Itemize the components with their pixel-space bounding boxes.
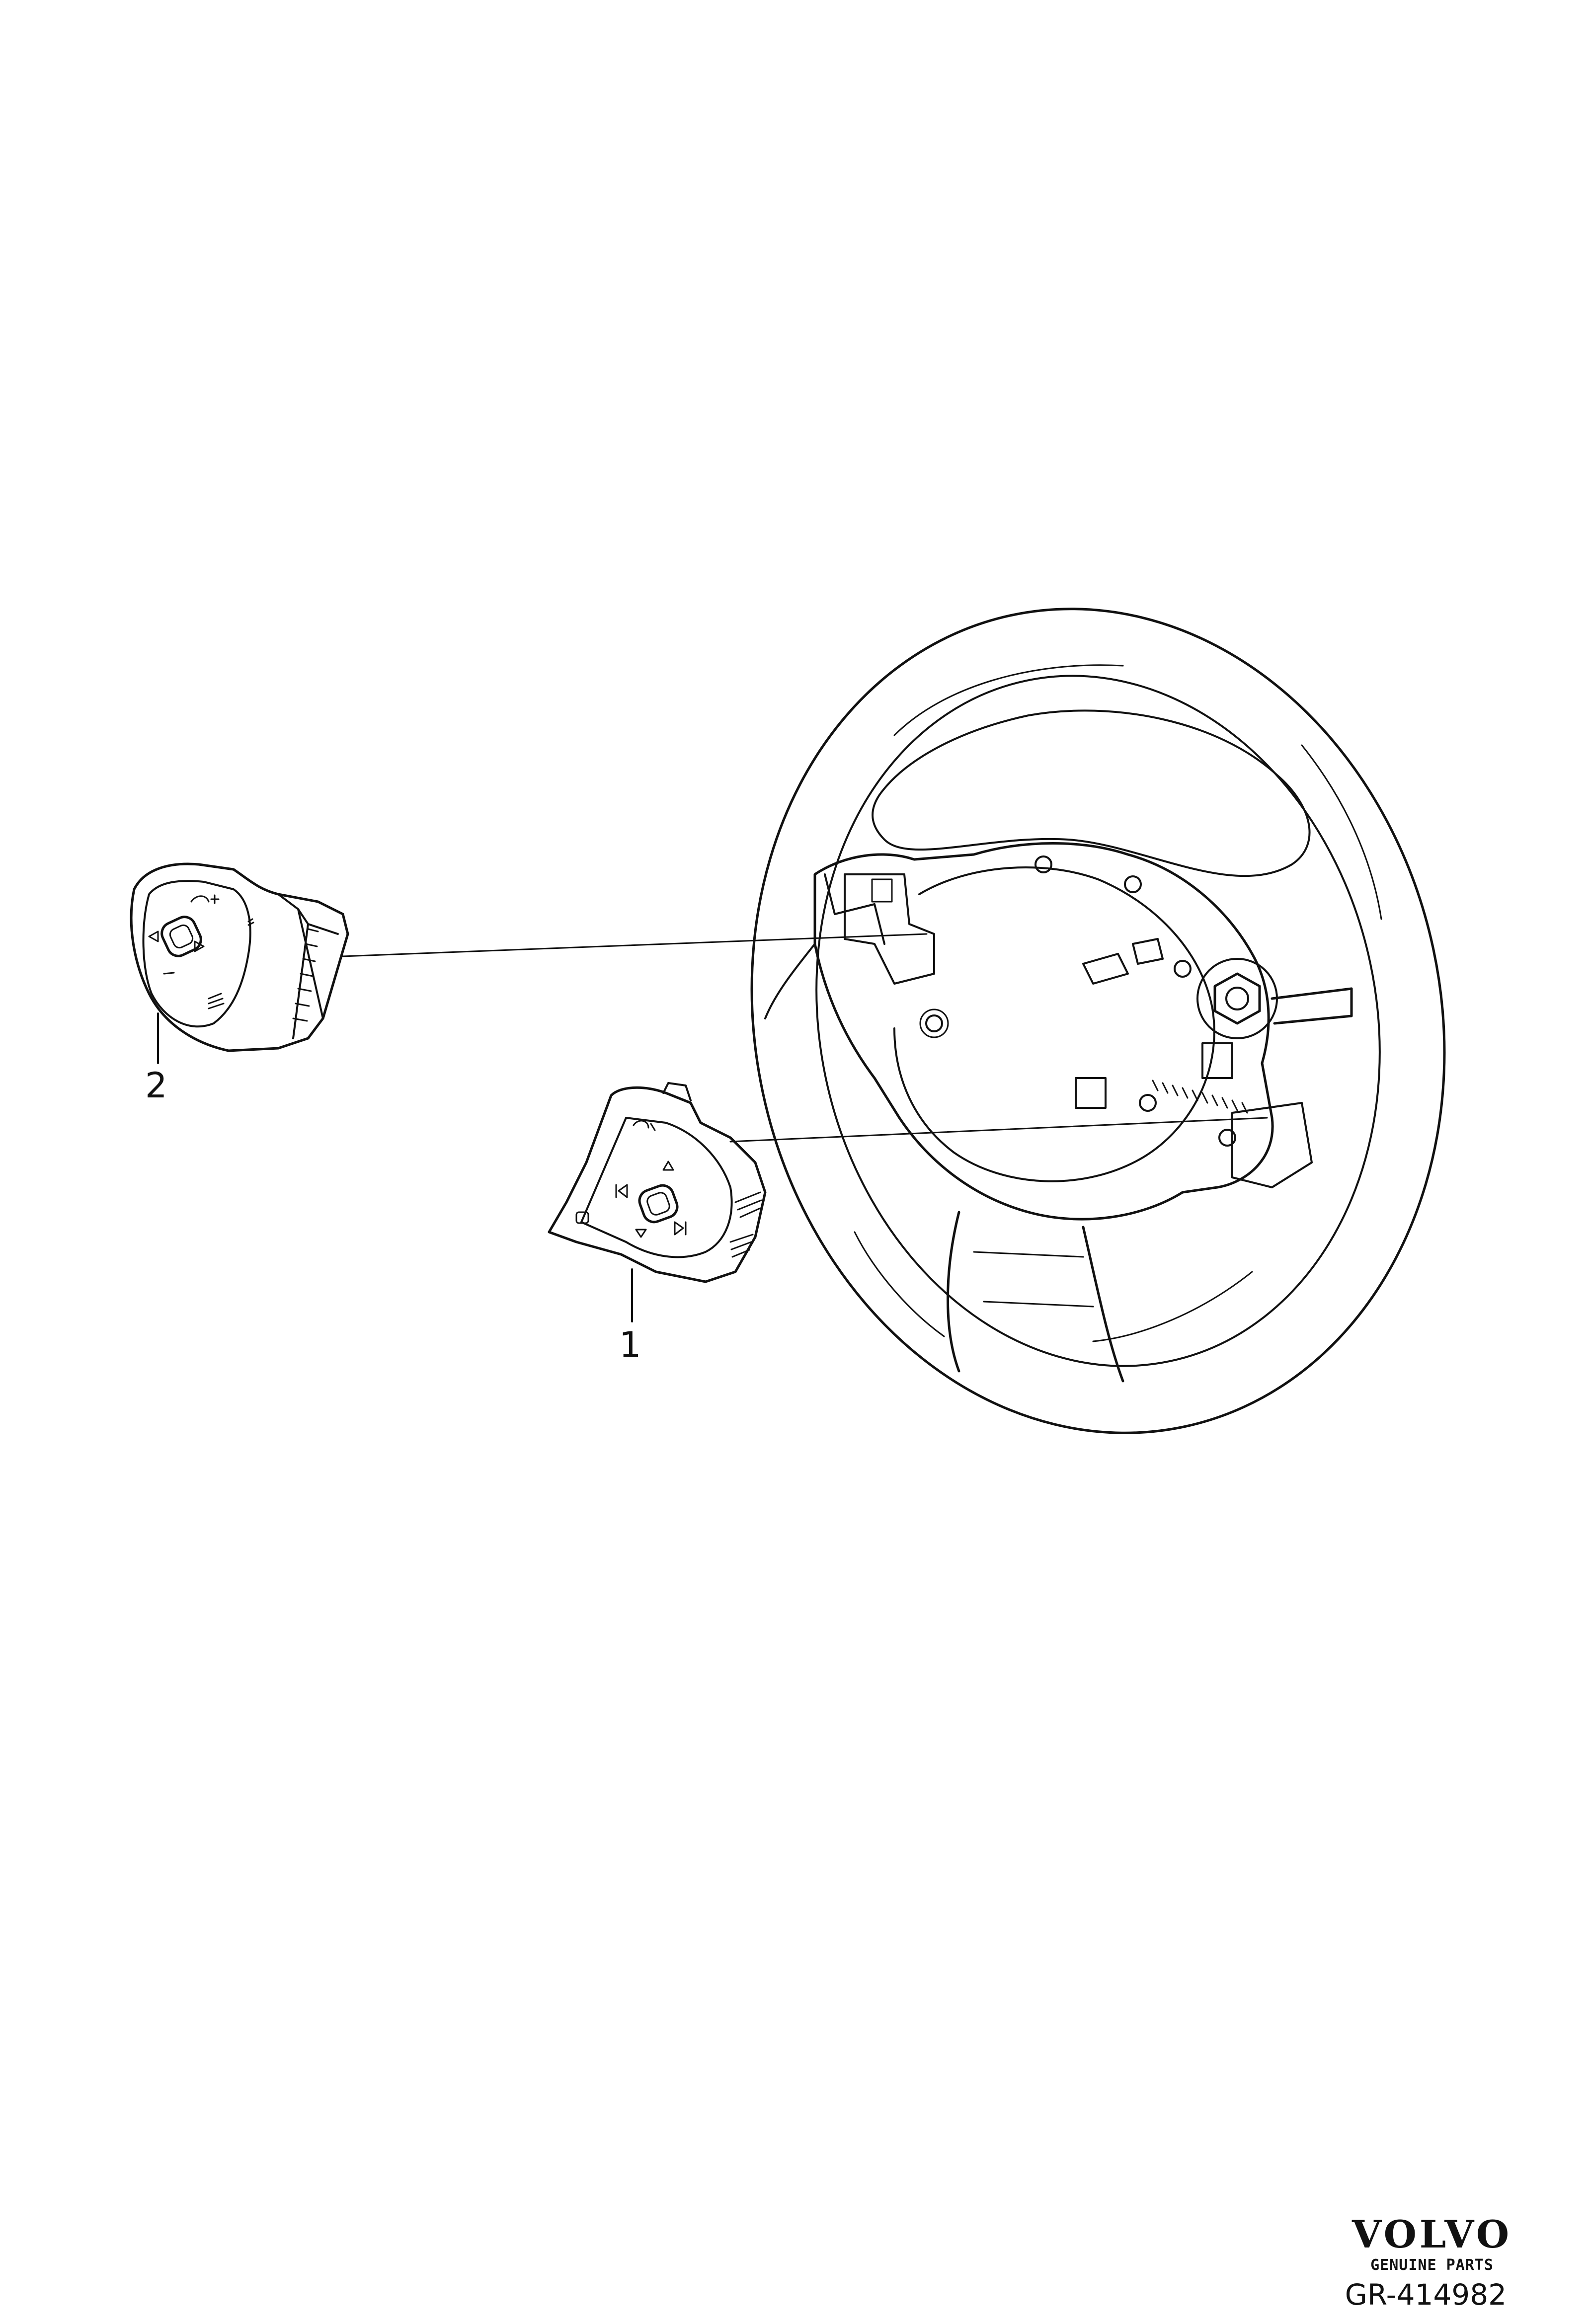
mount-hole <box>1124 875 1142 893</box>
steering-wheel <box>750 608 1446 1434</box>
part-1-next-track-icon <box>674 1221 687 1236</box>
hub-housing <box>813 842 1274 1221</box>
mount-hole <box>1218 1129 1236 1147</box>
callout-part-2: 2 <box>145 1065 167 1106</box>
genuine-parts-label: GENUINE PARTS <box>1370 2256 1494 2274</box>
part-1-voice-icon <box>633 1120 656 1131</box>
hub-inner-ring <box>893 866 1215 1182</box>
mount-hole <box>1174 960 1192 978</box>
part-1-housing <box>548 1086 767 1283</box>
wheel-rim-outer <box>750 608 1446 1434</box>
callout-part-1: 1 <box>619 1324 641 1365</box>
part-2-thumbwheel-inner <box>169 924 194 949</box>
mount-hole <box>1139 1094 1157 1112</box>
wheel-rim-inner <box>815 675 1381 1367</box>
left-spoke-screw <box>919 1008 949 1038</box>
part-1-switch-module <box>548 1082 1268 1322</box>
mount-hole <box>1034 855 1052 873</box>
brand-block: VOLVO GENUINE PARTS <box>1343 2216 1521 2274</box>
part-2-side <box>277 893 339 1039</box>
volvo-logo: VOLVO <box>1352 2212 1512 2256</box>
part-2-lanes-icon <box>208 993 225 1009</box>
part-2-speed-icon <box>247 918 254 926</box>
left-spoke <box>764 873 885 1019</box>
lower-spoke <box>947 1211 1124 1383</box>
connector-block <box>1075 1077 1107 1109</box>
part-2-reset-icon <box>190 894 220 904</box>
lower-spoke-detail <box>973 1251 1094 1308</box>
rim-shading <box>854 664 1382 1342</box>
connector-block <box>1201 1042 1233 1079</box>
part-1-arrow-up-icon <box>662 1161 674 1171</box>
part-1-indicator-line <box>729 1117 1268 1143</box>
part-1-prev-track-icon <box>615 1184 628 1198</box>
part-1-face <box>580 1117 733 1258</box>
part-2-switch-module <box>130 862 928 1064</box>
left-spoke-button-recess <box>871 878 893 903</box>
part-1-phone-icon <box>575 1211 589 1224</box>
part-2-housing <box>130 862 349 1052</box>
part-2-connector-ridges <box>292 928 319 1022</box>
part-2-minus-icon <box>163 972 175 975</box>
part-2-thumbwheel <box>160 916 202 957</box>
part-2-indicator-line <box>342 933 928 957</box>
hatched-zone <box>1152 1080 1248 1114</box>
part-1-top-tab <box>662 1082 692 1101</box>
hub-bolt-center <box>1225 987 1249 1010</box>
left-spoke-cavity <box>844 873 935 985</box>
drawing-id: GR-414982 <box>1345 2278 1507 2312</box>
connector-clip <box>1082 938 1164 985</box>
part-2-face <box>142 880 251 1028</box>
part-1-thumbwheel-inner <box>646 1192 670 1216</box>
part-1-side-rollers <box>729 1191 762 1258</box>
part-1-thumbwheel <box>638 1184 679 1224</box>
mount-hole <box>925 1014 943 1032</box>
steering-column-stub <box>1271 987 1353 1025</box>
part-2-arrow-left-icon <box>148 930 159 942</box>
part-2-arrow-right-icon <box>194 940 205 952</box>
right-spoke <box>1231 1102 1313 1188</box>
hub-bolt <box>1213 972 1261 1025</box>
upper-spoke <box>872 709 1311 877</box>
part-1-arrow-down-icon <box>635 1229 647 1238</box>
